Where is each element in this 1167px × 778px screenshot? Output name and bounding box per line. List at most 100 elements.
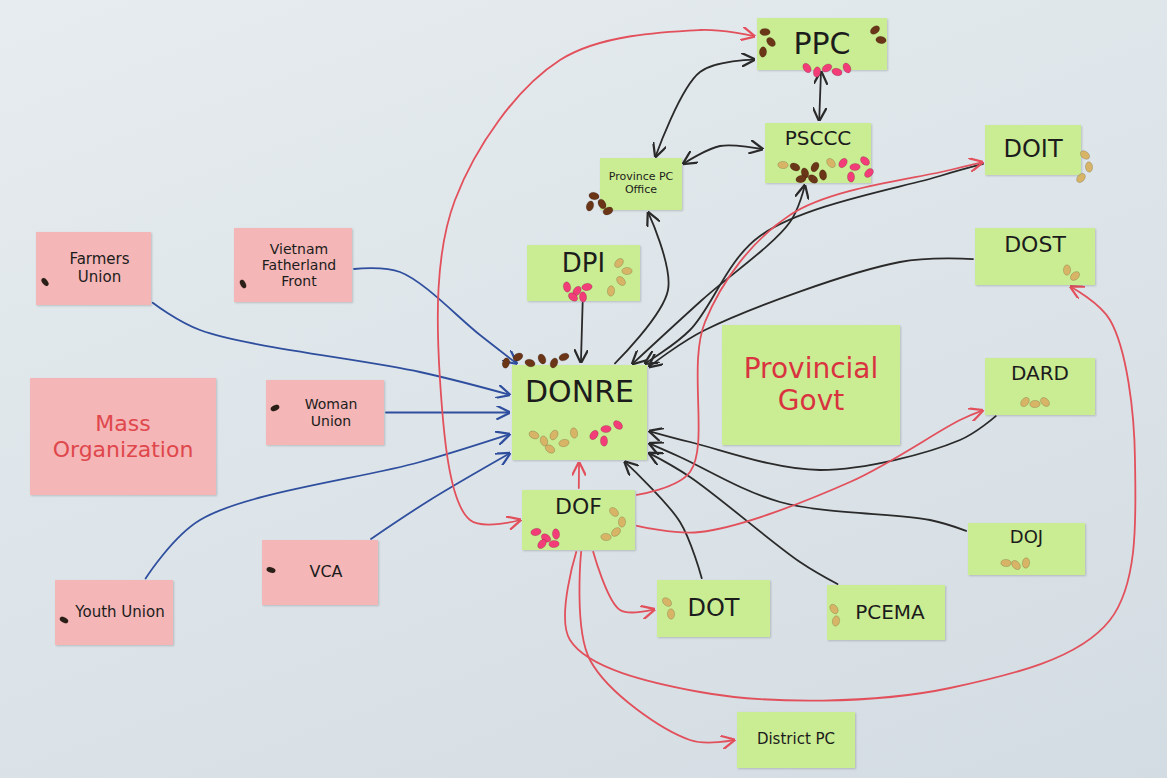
note-label: DOST <box>981 232 1089 257</box>
seed-counter <box>1069 270 1082 282</box>
connector-arrow <box>625 462 702 578</box>
seed-counter <box>270 404 280 412</box>
seed-counter <box>524 358 536 368</box>
connector-arrow <box>354 268 516 363</box>
seed-counter <box>537 353 548 365</box>
connector-arrow <box>593 552 654 613</box>
agency-note: DOJ <box>968 523 1085 575</box>
group-heading-card: Mass Organization <box>30 378 216 495</box>
seed-counter <box>552 528 560 539</box>
agency-note: PCEMA <box>827 585 945 640</box>
agency-note: DOIT <box>985 125 1081 175</box>
seed-counter <box>828 603 840 616</box>
note-label: PPC <box>763 27 881 62</box>
seed-counter <box>807 173 820 185</box>
seed-counter <box>601 425 612 433</box>
group-heading-card: Provincial Govt <box>722 325 900 445</box>
seed-counter <box>1039 396 1051 408</box>
seed-counter <box>613 257 625 270</box>
seed-counter <box>266 566 276 573</box>
seed-counter <box>847 172 854 183</box>
seed-counter <box>571 285 583 298</box>
seed-counter <box>1085 162 1093 173</box>
seed-counter <box>612 419 625 431</box>
seed-counter <box>1079 149 1092 161</box>
organization-note: Vietnam Fatherland Front <box>234 228 352 302</box>
seed-counter <box>549 540 560 548</box>
seed-counter <box>841 62 852 75</box>
note-label: DARD <box>991 362 1089 385</box>
seed-counter <box>585 200 595 212</box>
seed-counter <box>581 283 592 292</box>
seed-counter <box>607 286 615 297</box>
seed-counter <box>1075 172 1087 185</box>
note-label: DONRE <box>516 375 643 410</box>
note-label: DOF <box>528 494 629 519</box>
seed-counter <box>570 427 579 438</box>
seed-counter <box>667 609 675 620</box>
seed-counter <box>1010 559 1022 572</box>
seed-counter <box>618 517 625 528</box>
organization-note: Woman Union <box>266 380 384 445</box>
seed-counter <box>795 174 807 183</box>
seed-counter <box>540 532 553 544</box>
connector-arrow <box>581 303 583 362</box>
seed-counter <box>801 62 813 75</box>
agency-note: DARD <box>985 358 1095 415</box>
agency-note: PSCCC <box>765 123 871 183</box>
connector-arrow <box>637 162 982 495</box>
agency-note: DOST <box>975 228 1095 285</box>
seed-counter <box>800 167 810 179</box>
seed-counter <box>567 291 580 303</box>
note-label: Farmers Union <box>54 251 145 286</box>
seed-counter <box>549 357 560 369</box>
seed-counter <box>765 36 777 49</box>
seed-counter <box>863 167 875 179</box>
seed-counter <box>588 191 600 200</box>
seed-counter <box>622 267 632 274</box>
seed-counter <box>875 36 886 45</box>
seed-counter <box>1063 265 1070 276</box>
note-label: PSCCC <box>771 127 865 150</box>
note-label: DOJ <box>974 527 1079 548</box>
seed-counter <box>850 163 861 171</box>
seed-counter <box>610 526 623 538</box>
seed-counter <box>825 157 837 170</box>
seed-counter <box>579 292 587 303</box>
seed-counter <box>760 28 770 35</box>
connector-arrow <box>578 463 580 488</box>
seed-counter <box>59 616 69 625</box>
seed-counter <box>1019 396 1031 409</box>
seed-counter <box>759 47 767 58</box>
organization-note: VCA <box>262 540 378 605</box>
agency-note: DPI <box>527 245 640 301</box>
seed-counter <box>809 161 820 174</box>
seed-counter <box>528 429 541 440</box>
seed-counter <box>812 66 821 78</box>
seed-counter <box>831 615 840 627</box>
organization-note: Youth Union <box>55 580 173 645</box>
seed-counter <box>1001 559 1012 567</box>
seed-counter <box>789 161 802 172</box>
note-label: Province PC Office <box>606 171 676 196</box>
agency-note: DOF <box>522 490 635 550</box>
note-label: DOT <box>663 595 764 623</box>
seed-counter <box>602 205 615 216</box>
note-label: DOIT <box>991 136 1075 164</box>
seed-counter <box>558 438 570 447</box>
connector-arrow <box>650 444 966 531</box>
seed-counter <box>512 351 525 362</box>
note-label: Vietnam Fatherland Front <box>252 241 346 289</box>
seed-counter <box>778 161 789 169</box>
agency-note: DONRE <box>512 365 647 460</box>
note-label: VCA <box>280 563 372 581</box>
seed-counter <box>536 538 548 551</box>
seed-counter <box>601 533 612 541</box>
seed-counter <box>558 352 570 362</box>
seed-counter <box>869 24 882 36</box>
seed-counter <box>859 155 872 167</box>
seed-counter <box>539 435 549 447</box>
connector-arrow <box>684 145 762 163</box>
seed-counter <box>837 157 849 170</box>
seed-counter <box>530 527 542 536</box>
